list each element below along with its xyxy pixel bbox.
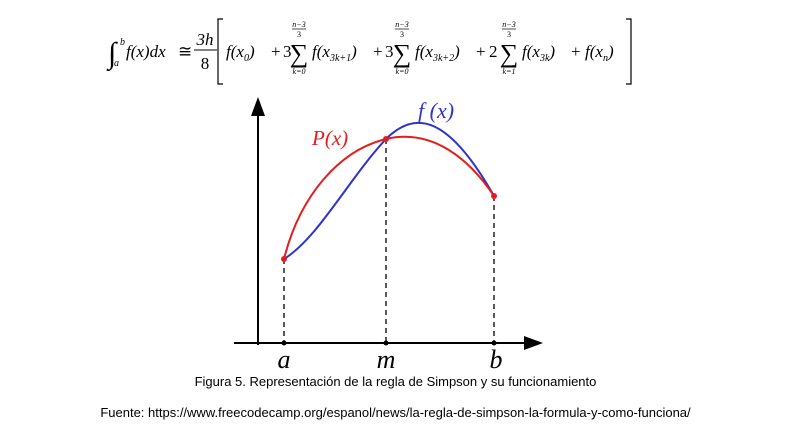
term-f-xn: f(xn) bbox=[585, 42, 614, 64]
coef-two: 2 bbox=[489, 42, 498, 61]
plus-3: + bbox=[476, 42, 486, 61]
approx-sign: ≅ bbox=[178, 42, 192, 61]
right-bracket bbox=[626, 18, 632, 85]
x-axis-arrowhead bbox=[524, 336, 543, 350]
coef-three-2: 3 bbox=[385, 42, 394, 61]
source-caption: Fuente: https://www.freecodecamp.org/esp… bbox=[100, 405, 691, 420]
sum3-lower: k=1 bbox=[503, 67, 516, 76]
sum1-sigma: ∑ bbox=[290, 39, 309, 68]
integral-lower-limit: a bbox=[114, 58, 119, 69]
coefficient-numerator: 3h bbox=[196, 30, 214, 49]
sum2-upper-num: n−3 bbox=[395, 20, 408, 29]
point-b bbox=[491, 193, 497, 199]
sum1-lower: k=0 bbox=[293, 67, 306, 76]
point-m bbox=[383, 136, 389, 142]
tick-label-b: b bbox=[490, 345, 503, 374]
integral-sign: ∫ bbox=[106, 37, 118, 72]
sum2-upper-den: 3 bbox=[400, 30, 404, 39]
integrand: f(x)dx bbox=[126, 42, 166, 61]
left-bracket bbox=[217, 18, 223, 85]
term-f-x0: f(x0) bbox=[226, 42, 255, 64]
integral-upper-limit: b bbox=[120, 37, 125, 48]
sum3-upper-den: 3 bbox=[507, 30, 511, 39]
label-f-of-x: f (x) bbox=[418, 98, 454, 123]
tick-dot-m bbox=[383, 340, 389, 346]
y-axis-arrowhead bbox=[251, 97, 265, 116]
coefficient-denominator: 8 bbox=[201, 54, 210, 73]
sum1-term: f(x3k+1) bbox=[312, 42, 357, 64]
coef-three-1: 3 bbox=[283, 42, 292, 61]
point-a bbox=[281, 256, 287, 262]
simpson-formula: ∫ b a f(x)dx ≅ 3h 8 f(x0) + 3 n−3 3 ∑ k=… bbox=[106, 18, 632, 85]
tick-dot-b bbox=[491, 340, 497, 346]
sum2-term: f(x3k+2) bbox=[415, 42, 460, 64]
tick-dot-a bbox=[281, 340, 287, 346]
sum-3: n−3 3 ∑ k=1 f(x3k) bbox=[500, 20, 556, 76]
curve-p bbox=[283, 135, 495, 260]
plus-1: + bbox=[271, 42, 281, 61]
tick-label-m: m bbox=[377, 345, 396, 374]
sum3-term: f(x3k) bbox=[522, 42, 555, 64]
simpson-graph: f (x) P(x) a m b bbox=[234, 97, 543, 374]
figure-caption: Figura 5. Representación de la regla de … bbox=[194, 374, 597, 389]
sum-1: n−3 3 ∑ k=0 f(x3k+1) bbox=[290, 20, 357, 76]
plus-2: + bbox=[373, 42, 383, 61]
sum2-sigma: ∑ bbox=[393, 39, 412, 68]
tick-label-a: a bbox=[278, 345, 291, 374]
sum3-sigma: ∑ bbox=[500, 39, 519, 68]
plus-4: + bbox=[571, 42, 581, 61]
sum-2: n−3 3 ∑ k=0 f(x3k+2) bbox=[393, 20, 460, 76]
sum2-lower: k=0 bbox=[396, 67, 409, 76]
label-p-of-x: P(x) bbox=[311, 126, 348, 150]
sum1-upper-num: n−3 bbox=[292, 20, 305, 29]
sum1-upper-den: 3 bbox=[297, 30, 301, 39]
sum3-upper-num: n−3 bbox=[502, 20, 515, 29]
